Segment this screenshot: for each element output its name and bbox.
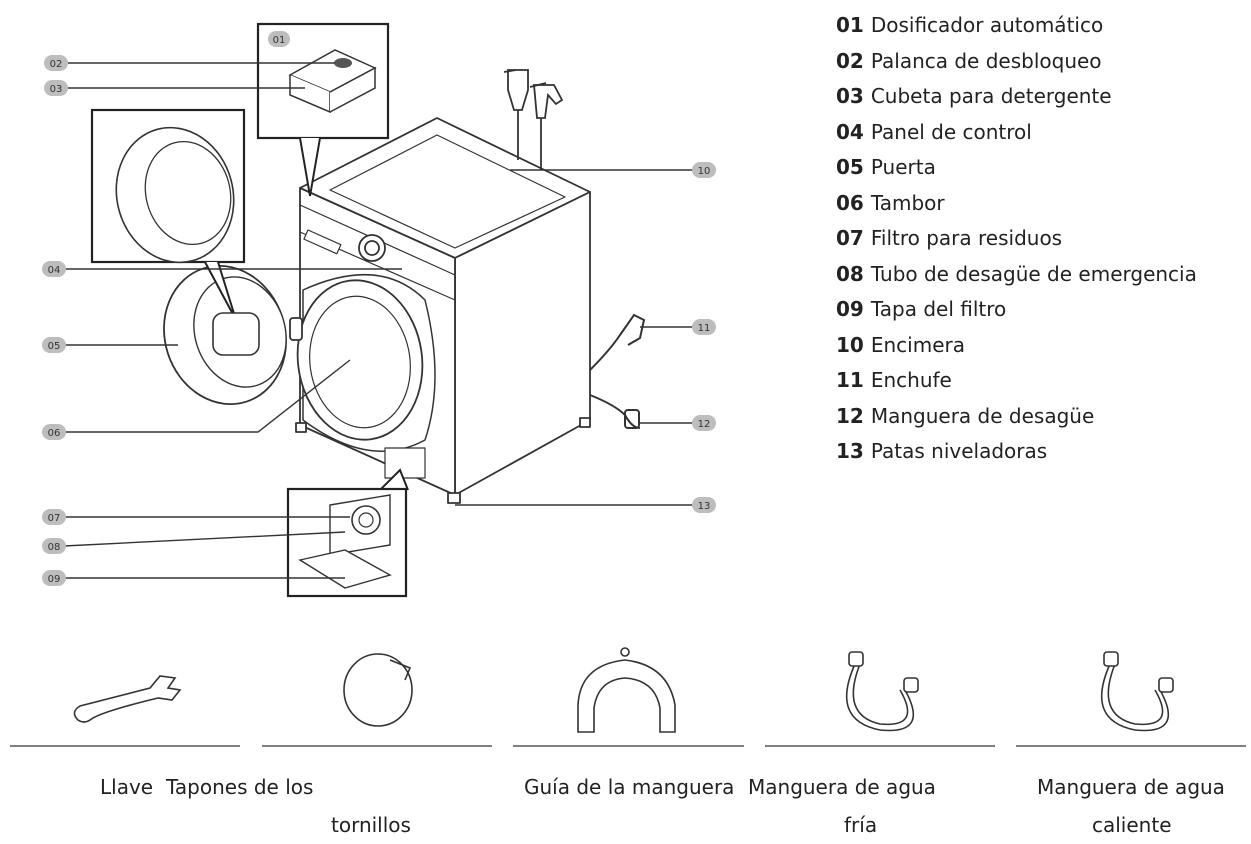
svg-text:02: 02 [50, 59, 63, 70]
hot-hose-label-line1: Manguera de agua [1037, 775, 1225, 799]
legend-label: Cubeta para detergente [870, 84, 1112, 108]
legend-label: Tapa del filtro [870, 297, 1007, 321]
cold-hose-label-line1: Manguera de agua [748, 775, 936, 799]
svg-text:06: 06 [48, 428, 61, 439]
legend-label: Filtro para residuos [870, 226, 1063, 250]
callout-05: 05 [42, 337, 66, 353]
svg-text:09: 09 [48, 574, 61, 585]
svg-text:13: 13 [698, 501, 711, 512]
legend-label: Tubo de desagüe de emergencia [870, 261, 1197, 286]
legend-number: 09 [836, 297, 864, 321]
washer-illustration [163, 117, 591, 504]
legend-number: 04 [836, 119, 864, 144]
legend-label: Encimera [870, 332, 965, 357]
inset-door [90, 108, 260, 356]
hose-guide-icon [577, 647, 676, 733]
screw-caps-icon [343, 653, 413, 727]
wrench-icon [73, 675, 182, 723]
callout-11: 11 [692, 319, 716, 335]
legend-number: 13 [836, 439, 864, 463]
callout-09: 09 [42, 570, 66, 586]
legend-label: Panel de control [870, 119, 1032, 144]
callout-04: 04 [42, 261, 66, 277]
callout-06: 06 [42, 424, 66, 440]
legend-label: Dosificador automático [870, 13, 1104, 37]
legend-label: Enchufe [870, 368, 952, 392]
callout-07: 07 [42, 509, 66, 525]
inset-filter [286, 468, 409, 598]
legend-number: 06 [836, 190, 864, 215]
legend-number: 12 [836, 403, 864, 428]
leader-lines [63, 62, 694, 579]
legend-number: 05 [836, 155, 864, 179]
legend-number: 10 [836, 332, 864, 357]
legend-label: Tambor [870, 190, 945, 215]
callout-10: 10 [692, 162, 716, 178]
svg-text:05: 05 [48, 341, 61, 352]
hot-hose-label-line2: caliente [1092, 813, 1172, 837]
legend-number: 11 [836, 368, 864, 392]
legend-number: 01 [836, 13, 864, 37]
screw-caps-label-line1: Tapones de los [166, 775, 314, 799]
legend-label: Palanca de desbloqueo [870, 48, 1102, 73]
callout-02: 02 [44, 55, 68, 71]
svg-text:11: 11 [698, 323, 711, 334]
accessory-icons [73, 647, 1174, 733]
callout-badges: 02 03 04 05 06 07 08 09 10 11 12 13 [42, 55, 716, 586]
screw-caps-label-line2: tornillos [331, 813, 411, 837]
legend-label: Manguera de desagüe [870, 403, 1095, 428]
callout-12: 12 [692, 415, 716, 431]
cold-hose-label-line2: fría [844, 813, 878, 837]
water-taps [503, 69, 564, 170]
hot-hose-icon [1100, 651, 1174, 732]
svg-text:10: 10 [698, 166, 711, 177]
callout-13: 13 [692, 497, 716, 513]
svg-text:08: 08 [48, 542, 61, 553]
wrench-label: Llave [100, 775, 154, 799]
legend-number: 03 [836, 84, 864, 108]
svg-text:01: 01 [273, 35, 286, 46]
svg-text:03: 03 [50, 84, 63, 95]
legend-number: 02 [836, 48, 864, 73]
callout-08: 08 [42, 538, 66, 554]
legend-number: 08 [836, 261, 864, 286]
hose-guide-label: Guía de la manguera [524, 775, 735, 799]
legend-label: Puerta [870, 155, 936, 179]
svg-text:07: 07 [48, 513, 61, 524]
plug-and-drain [589, 313, 646, 429]
legend-number: 07 [836, 226, 864, 250]
inset-dispenser: 01 [256, 22, 390, 197]
svg-text:12: 12 [698, 419, 711, 430]
cold-hose-icon [845, 651, 919, 732]
legend-label: Patas niveladoras [870, 439, 1048, 463]
callout-03: 03 [44, 80, 68, 96]
svg-text:04: 04 [48, 265, 61, 276]
